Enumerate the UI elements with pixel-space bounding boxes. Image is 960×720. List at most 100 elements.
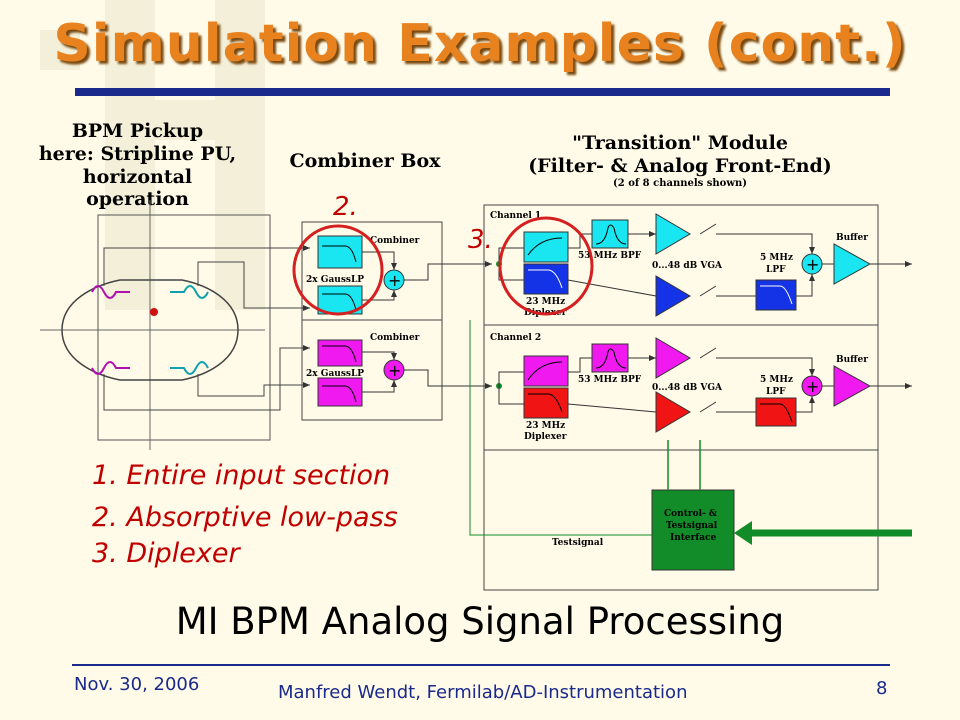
- page-number: 8: [876, 678, 888, 699]
- combiner-label-top: Combiner: [370, 236, 420, 246]
- transition-header-line2: (Filter- & Analog Front-End): [528, 154, 832, 177]
- control-label-1: Control- &: [664, 509, 717, 519]
- vga-amplifier-ch1-top: [655, 213, 691, 255]
- watermark-block: [215, 0, 265, 310]
- gauss-lp-filter-bottom-1: [317, 339, 363, 367]
- plus-icon: +: [388, 271, 401, 290]
- footer-date: Nov. 30, 2006: [74, 674, 200, 695]
- bpf-label-ch1: 53 MHz BPF: [578, 251, 642, 261]
- plus-icon: +: [388, 361, 401, 380]
- switch-icon: [699, 223, 717, 235]
- bandpass-curve-icon: [595, 348, 627, 369]
- control-label-2: Testsignal: [666, 521, 718, 531]
- channel1-label: Channel 1: [490, 211, 541, 221]
- lowpass-curve-icon: [527, 237, 563, 256]
- combiner-box-frame: [301, 221, 443, 421]
- transition-module-frame: [483, 204, 879, 591]
- bandpass-curve-icon: [595, 224, 627, 245]
- lowpass-curve-icon: [528, 269, 563, 289]
- feedline-1: [103, 245, 310, 286]
- transition-header-line1: "Transition" Module: [572, 132, 788, 154]
- lpf-label2-ch1: LPF: [766, 265, 786, 275]
- lowpass-curve-icon: [322, 293, 357, 311]
- bpf-label-ch2: 53 MHz BPF: [578, 375, 642, 385]
- wire: [498, 371, 524, 386]
- diplexer-bottom-ch2: [523, 387, 569, 419]
- wire: [796, 396, 815, 413]
- lowpass-curve-icon: [760, 403, 793, 423]
- transition-header: "Transition" Module (Filter- & Analog Fr…: [520, 132, 840, 190]
- vga-amplifier-ch2-bottom: [655, 391, 691, 433]
- testsignal-line: [469, 320, 652, 536]
- wire: [404, 261, 492, 281]
- gauss-lp-filter-bottom-2: [317, 377, 363, 407]
- wire: [362, 290, 397, 301]
- lowpass-curve-icon: [527, 361, 563, 381]
- control-label-3: Interface: [670, 533, 717, 543]
- beam-position-dot: [150, 308, 158, 316]
- wire: [362, 351, 397, 360]
- lpf-label1-ch2: 5 MHz: [760, 375, 793, 385]
- pickup-header-line1: BPM Pickup: [71, 120, 204, 142]
- stripline-bottom-right: [170, 361, 209, 375]
- switch-icon: [699, 285, 717, 297]
- lowpass-curve-icon: [322, 345, 357, 363]
- note-1: 1. Entire input section: [92, 460, 391, 491]
- wire: [796, 274, 815, 297]
- stripline-top-right: [170, 285, 209, 299]
- wire: [362, 380, 397, 393]
- combiner-header: Combiner Box: [289, 150, 441, 172]
- watermark-block: [105, 0, 155, 310]
- highlight-circle-combiner: [292, 224, 384, 316]
- note-3: 3. Diplexer: [92, 538, 240, 569]
- watermark-block: [40, 30, 80, 70]
- watermark-block: [155, 100, 215, 140]
- highlight-circle-diplexer: [498, 216, 594, 316]
- wire: [568, 357, 592, 373]
- marker-2: 2.: [333, 192, 358, 222]
- plus-icon: +: [806, 377, 819, 396]
- footer-author: Manfred Wendt, Fermilab/AD-Instrumentati…: [278, 682, 688, 703]
- diplexer-top-ch1: [523, 231, 569, 263]
- lpf-ch1: [755, 279, 797, 311]
- buffer-ch2: [833, 365, 872, 407]
- control-interface-block: [651, 489, 735, 571]
- lowpass-curve-icon: [528, 393, 563, 413]
- gausslp-label-top: 2x GaussLP: [306, 275, 364, 285]
- diplexer-label1-ch1: 23 MHz: [526, 297, 565, 307]
- feedline-2: [197, 261, 310, 311]
- vga-label-ch1: 0...48 dB VGA: [652, 261, 723, 271]
- pickup-header: BPM Pickup here: Stripline PU, horizonta…: [30, 120, 245, 211]
- feedline-3: [103, 345, 310, 411]
- footer-divider: [72, 664, 890, 666]
- wire: [716, 233, 815, 254]
- switch-icon: [699, 347, 717, 359]
- buffer-label-ch2: Buffer: [836, 355, 868, 365]
- plus-icon: +: [806, 255, 819, 274]
- wire: [567, 279, 657, 297]
- gauss-lp-filter-top-1: [317, 235, 363, 269]
- wire: [362, 251, 397, 270]
- vga-amplifier-ch1-bottom: [655, 275, 691, 317]
- gausslp-label-bottom: 2x GaussLP: [306, 369, 364, 379]
- diplexer-bottom-ch1: [523, 263, 569, 295]
- vga-label-ch2: 0...48 dB VGA: [652, 383, 723, 393]
- title-underline: [75, 88, 890, 96]
- lowpass-curve-icon: [322, 385, 357, 403]
- wire: [568, 233, 592, 249]
- lpf-label2-ch2: LPF: [766, 387, 786, 397]
- wire: [404, 369, 492, 389]
- pickup-header-line2: here: Stripline PU,: [38, 142, 237, 165]
- diplexer-label2-ch2: Diplexer: [524, 432, 567, 442]
- buffer-ch1: [833, 243, 872, 285]
- switch-icon: [699, 401, 717, 413]
- slide-subtitle: MI BPM Analog Signal Processing: [175, 600, 785, 643]
- diplexer-label1-ch2: 23 MHz: [526, 421, 565, 431]
- wire: [498, 386, 524, 405]
- note-2: 2. Absorptive low-pass: [92, 502, 398, 533]
- marker-3: 3.: [468, 225, 493, 255]
- feedline-4: [197, 374, 310, 397]
- lowpass-curve-icon: [322, 245, 357, 263]
- pickup-header-line3: horizontal operation: [82, 165, 193, 211]
